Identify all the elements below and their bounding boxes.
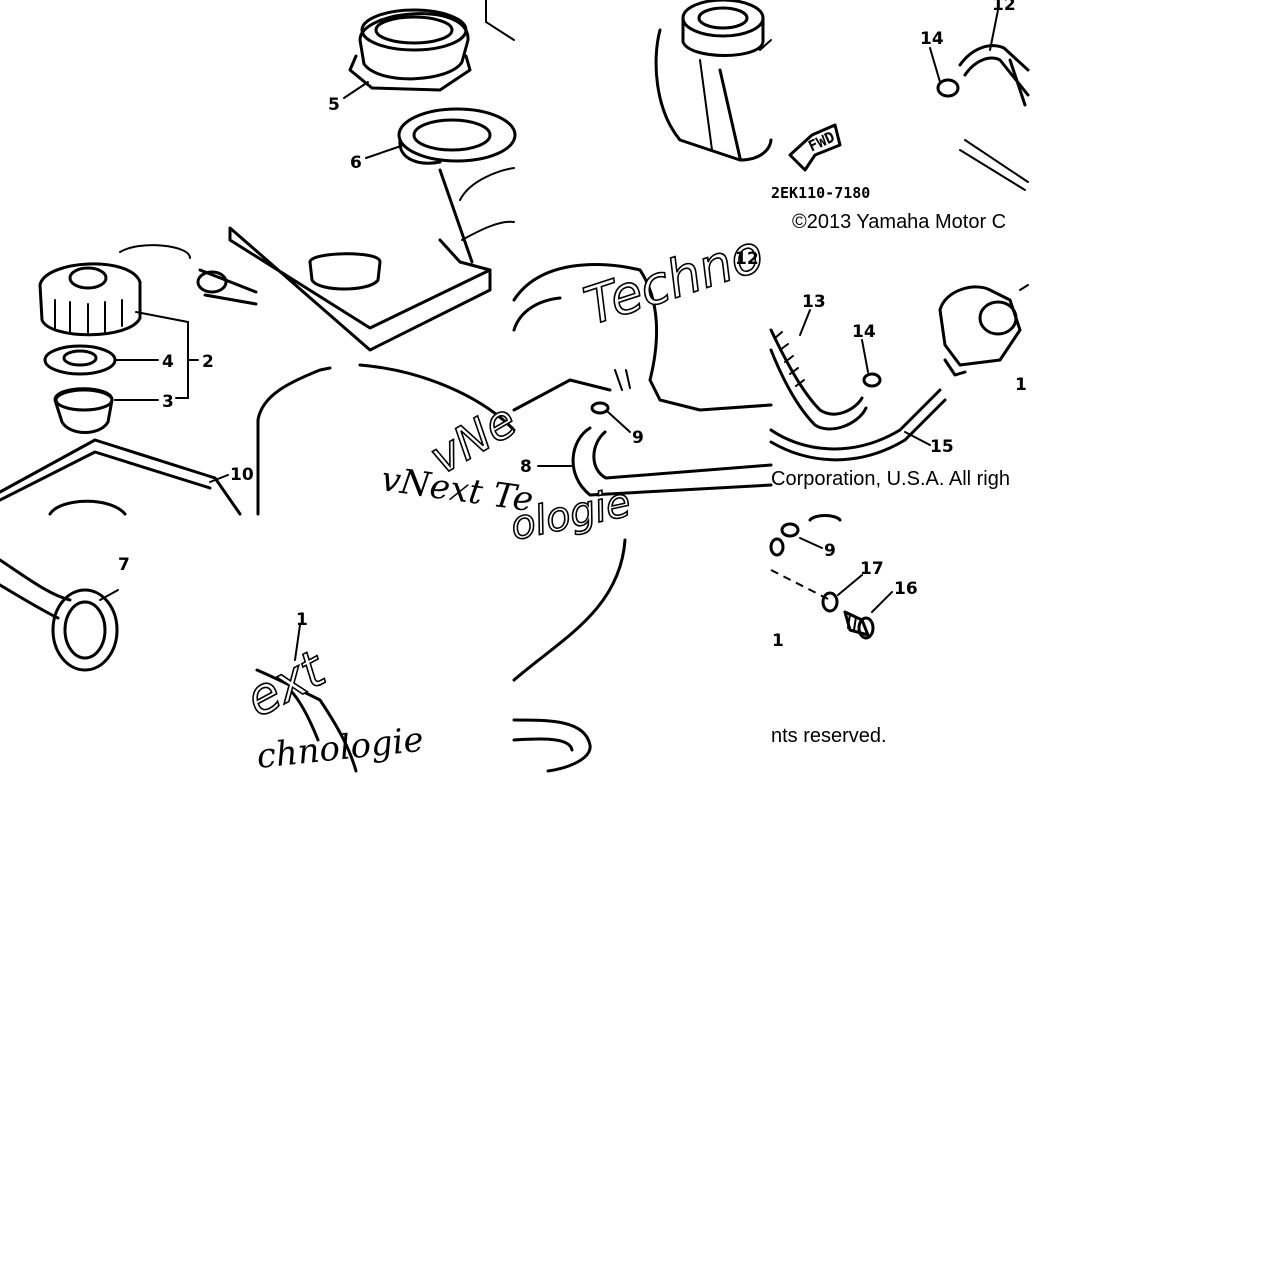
callout-label: 17 <box>860 559 884 579</box>
callout-label: 3 <box>162 392 174 412</box>
callout-label: 9 <box>632 428 644 448</box>
part-fuel-cap <box>38 262 142 337</box>
part-washer <box>821 591 839 613</box>
part-fuel-cock <box>938 284 1029 377</box>
part-screw <box>843 610 875 640</box>
callout-label: 2 <box>202 352 214 372</box>
callout-label: 4 <box>162 352 174 372</box>
fwd-label: FWD <box>805 128 837 156</box>
part-hose-corrugated <box>769 328 868 431</box>
tile-g <box>512 538 627 773</box>
part-gasket <box>43 344 117 376</box>
drawing-code: 2EK110-7180 <box>771 184 870 202</box>
callout-label: 9 <box>824 541 836 561</box>
callout-label: 6 <box>350 153 362 173</box>
part-fuel-tank <box>256 363 516 516</box>
tile-b: FWD <box>654 0 1030 191</box>
callout-label: 14 <box>852 322 876 342</box>
callout-label: 1 <box>772 631 784 651</box>
part-hose-lower <box>571 426 773 497</box>
leader-lines <box>99 9 999 661</box>
callout-label: 1 <box>296 610 308 630</box>
part-nut <box>348 0 515 92</box>
copyright-text: Corporation, U.S.A. All righ <box>771 468 1010 490</box>
callout-label: 1 <box>1015 375 1027 395</box>
part-hose-fuel <box>769 388 947 462</box>
copyright-text: nts reserved. <box>771 725 887 747</box>
callouts: 5 6 2 4 3 10 7 8 9 12 14 12 13 14 15 1 9… <box>118 0 1027 651</box>
watermarks: vNext Te Techno ext chnologie vNe ologie <box>236 223 772 777</box>
fwd-arrow: FWD <box>788 123 842 172</box>
part-band-loop <box>0 558 119 672</box>
callout-label: 16 <box>894 579 918 599</box>
watermark-text: chnologie <box>255 720 426 777</box>
callout-label: 7 <box>118 555 130 575</box>
tile-c <box>512 262 773 497</box>
callout-label: 10 <box>230 465 254 485</box>
part-upper-cover <box>228 167 515 352</box>
tile-d <box>769 284 1029 462</box>
part-strainer <box>53 387 114 434</box>
callout-label: 5 <box>328 95 340 115</box>
part-tank-lower <box>255 668 358 773</box>
callout-label: 8 <box>520 457 532 477</box>
part-hose-upper <box>936 44 1030 191</box>
callout-label: 13 <box>802 292 826 312</box>
callout-label: 12 <box>735 249 759 269</box>
tile-h <box>769 514 875 640</box>
callout-label: 14 <box>920 29 944 49</box>
part-seal <box>397 107 517 165</box>
part-tank-cover <box>0 244 242 516</box>
watermark-text: Techno <box>577 224 770 338</box>
part-tank-neck <box>654 0 773 162</box>
watermark-text: ext <box>236 639 336 729</box>
callout-label: 15 <box>930 437 954 457</box>
copyright-text: ©2013 Yamaha Motor C <box>792 211 1006 233</box>
callout-label: 12 <box>992 0 1016 15</box>
part-band <box>196 268 258 306</box>
